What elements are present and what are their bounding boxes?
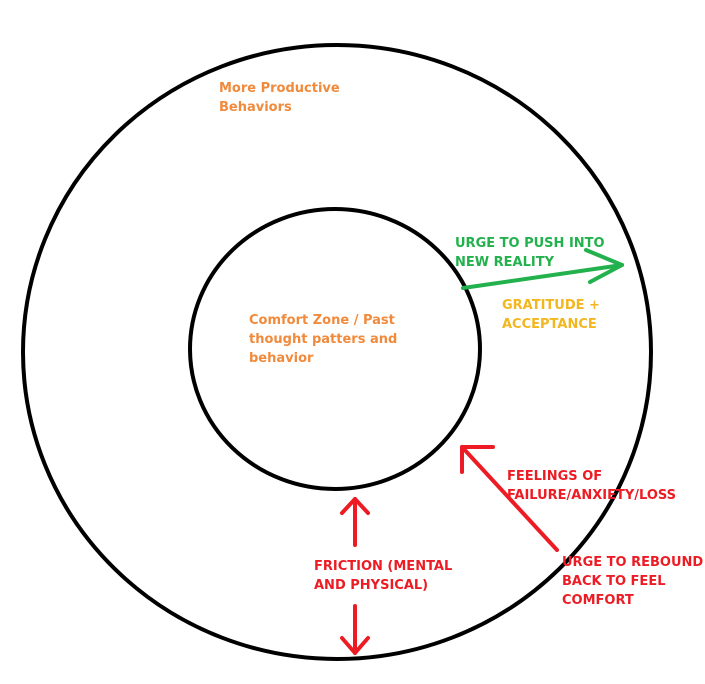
outer-circle [21,43,653,661]
urge-rebound-label-line: BACK TO FEEL [562,574,666,589]
friction-label: FRICTION (MENTAL AND PHYSICAL) [314,557,452,595]
comfort-zone-label: Comfort Zone / Past thought patters and … [249,311,397,368]
urge-push-label: URGE TO PUSH INTO NEW REALITY [455,234,605,272]
red-friction-up-arrow [340,497,370,547]
outer-ring-label: More Productive Behaviors [219,79,340,117]
gratitude-label-line: GRATITUDE + [502,298,600,313]
urge-rebound-label-line: URGE TO REBOUND [562,555,704,570]
friction-label-line: AND PHYSICAL) [314,578,429,593]
feelings-label-line: FAILURE/ANXIETY/LOSS [507,488,677,503]
friction-label-line: FRICTION (MENTAL [314,559,453,574]
feelings-label-line: FEELINGS OF [507,469,603,484]
urge-push-label-line: URGE TO PUSH INTO [455,236,605,251]
red-rebound-arrow [460,445,559,552]
comfort-zone-label-line: thought patters and [249,332,398,347]
comfort-zone-label-line: Comfort Zone / Past [249,313,395,328]
inner-circle [188,207,482,491]
gratitude-label-line: ACCEPTANCE [502,317,597,332]
comfort-zone-label-line: behavior [249,351,314,366]
gratitude-label: GRATITUDE + ACCEPTANCE [502,296,600,334]
urge-push-label-line: NEW REALITY [455,255,554,270]
outer-ring-label-line: More Productive [219,81,340,96]
green-push-arrow [461,248,624,290]
urge-rebound-label: URGE TO REBOUND BACK TO FEEL COMFORT [562,553,703,610]
outer-ring-label-line: Behaviors [219,100,292,115]
feelings-label: FEELINGS OF FAILURE/ANXIETY/LOSS [507,467,676,505]
red-friction-down-arrow [340,604,370,655]
urge-rebound-label-line: COMFORT [562,593,634,608]
